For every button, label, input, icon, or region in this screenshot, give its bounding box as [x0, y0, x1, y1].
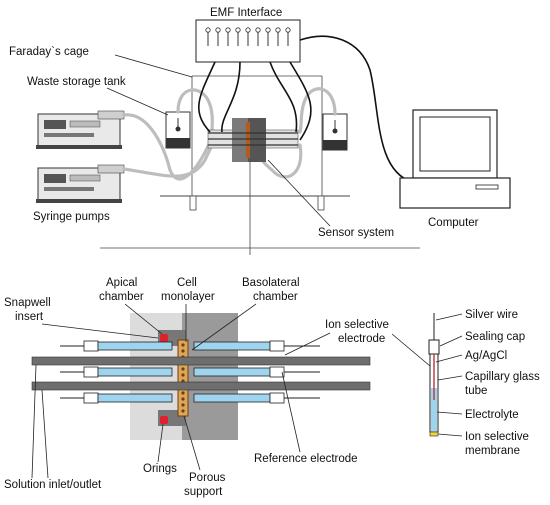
silver-wire-leader: [435, 313, 463, 321]
cell-label-1: Cell: [177, 277, 197, 289]
baso-label-2: chamber: [253, 291, 298, 303]
membrane-leader: [437, 433, 463, 437]
emf-interface-label: EMF Interface: [210, 7, 282, 19]
electrode-body-right: [193, 367, 271, 377]
orings-leader: [157, 423, 164, 463]
waste-tank-right: [322, 113, 348, 151]
syringe-pump-1: [36, 110, 125, 149]
emf-pin-head: [285, 27, 291, 33]
sensor-system: [207, 118, 299, 162]
emf-pin-head: [245, 27, 251, 33]
porous-label-1: Porous: [189, 472, 226, 484]
membrane-label-2: membrane: [465, 445, 520, 457]
silver-wire-label: Silver wire: [465, 309, 518, 321]
emf-pin-head: [265, 27, 271, 33]
ussing-chamber: [31, 313, 371, 440]
baso-leader: [191, 303, 257, 351]
ise-label-1: Ion selective: [325, 319, 389, 331]
cell-dot: [181, 367, 185, 371]
faraday-cage-leader: [114, 54, 193, 78]
emf-pin-head: [275, 27, 281, 33]
orings-label: Orings: [143, 463, 177, 475]
electrode-cap: [269, 392, 285, 404]
porous-label-2: support: [184, 486, 223, 498]
agcl-label: Ag/AgCl: [465, 350, 507, 362]
oring-bottom: [160, 416, 168, 424]
electrode-cap: [83, 392, 99, 404]
agcl-leader: [435, 354, 463, 363]
waste-tank-left: [165, 111, 191, 149]
baso-label-1: Basolateral: [242, 277, 300, 289]
solution-leader-1: [31, 364, 37, 479]
cell-dot: [181, 343, 185, 347]
snapwell-label-1: Snapwell: [4, 297, 51, 309]
manifold-bar-2: [31, 381, 371, 391]
sealing-cap-label: Sealing cap: [465, 331, 525, 343]
ise-label-2: electrode: [338, 333, 385, 345]
signal-wires: [198, 35, 413, 183]
emf-pin-head: [235, 27, 241, 33]
computer: [399, 109, 511, 209]
electrode-body-right: [193, 393, 271, 403]
electrolyte-label: Electrolyte: [465, 409, 519, 421]
emf-pin-head: [215, 27, 221, 33]
capillary-leader: [437, 375, 463, 381]
electrolyte-leader: [436, 411, 463, 415]
emf-pin-head: [205, 27, 211, 33]
reference-label: Reference electrode: [254, 453, 358, 465]
emf-interface: [195, 19, 301, 63]
cell-dot: [181, 403, 185, 407]
electrode-cap: [83, 340, 99, 352]
emf-pin-head: [255, 27, 261, 33]
cell-dot: [181, 409, 185, 413]
electrode-body-right: [193, 341, 271, 351]
faraday-cage-label: Faraday`s cage: [9, 46, 89, 58]
solution-label: Solution inlet/outlet: [4, 479, 102, 491]
electrode-cap: [269, 366, 285, 378]
waste-tank-label: Waste storage tank: [27, 76, 126, 88]
snapwell-leader: [41, 323, 159, 339]
waste-tank-leader: [106, 87, 169, 116]
cell-dot: [181, 397, 185, 401]
ise-leader: [284, 332, 331, 356]
solution-leader-2: [41, 389, 49, 479]
apical-leader: [124, 303, 163, 335]
computer-label: Computer: [428, 217, 479, 229]
capillary-label-2: tube: [465, 385, 487, 397]
sealing-cap-leader: [439, 335, 463, 347]
faraday-cage: [100, 75, 420, 255]
porous-support: [177, 339, 189, 417]
capillary-label-1: Capillary glass: [465, 371, 540, 383]
electrode-body-left: [97, 341, 173, 351]
membrane-label-1: Ion selective: [465, 431, 529, 443]
oring-top: [160, 334, 168, 342]
emf-pin-head: [225, 27, 231, 33]
syringe-pumps-label: Syringe pumps: [33, 211, 110, 223]
cell-dot: [181, 349, 185, 353]
cell-label-2: monolayer: [161, 291, 215, 303]
cell-dot: [181, 391, 185, 395]
sensor-system-label: Sensor system: [318, 227, 394, 239]
electrode-cap: [269, 340, 285, 352]
porous-leader: [183, 415, 201, 471]
apical-label-2: chamber: [99, 291, 144, 303]
syringe-pump-2: [36, 164, 125, 203]
reference-leader: [281, 371, 301, 453]
ion-selective-electrode: [428, 313, 440, 437]
electrode-body-left: [97, 393, 173, 403]
electrode-body-left: [97, 367, 173, 377]
sensor-system-leader: [267, 159, 331, 227]
cell-dot: [181, 373, 185, 377]
manifold-bar-1: [31, 356, 371, 366]
snapwell-label-2: insert: [15, 311, 44, 323]
zoom-leader: [391, 333, 431, 367]
electrode-cap: [83, 366, 99, 378]
apical-label-1: Apical: [106, 277, 137, 289]
